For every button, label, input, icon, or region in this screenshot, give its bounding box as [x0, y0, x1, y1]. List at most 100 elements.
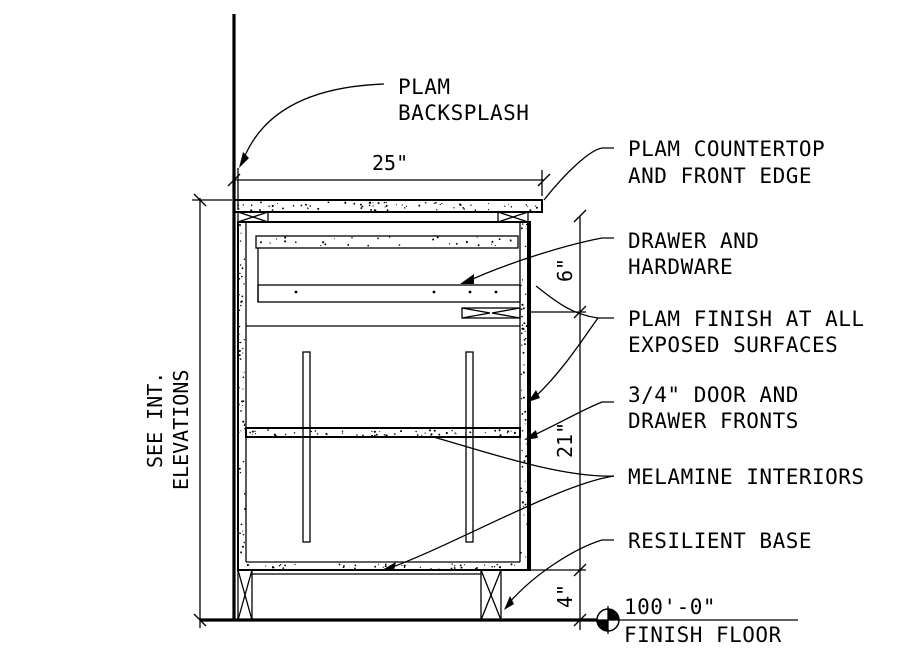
stipple-dot [260, 201, 262, 204]
stipple-dot [249, 431, 251, 434]
stipple-dot [419, 566, 421, 568]
stipple-dot [463, 208, 466, 210]
cabinet-box [237, 221, 531, 571]
stipple-dot [239, 264, 242, 266]
stipple-dot [343, 565, 345, 567]
stipple-dot [377, 202, 380, 205]
stipple-dot [241, 295, 244, 298]
stipple-dot [294, 241, 297, 244]
stipple-dot [242, 352, 244, 354]
shelf [245, 427, 521, 438]
stipple-dot [524, 460, 526, 462]
stipple-dot [240, 232, 242, 234]
stipple-dot [284, 433, 287, 436]
stipple-dot [292, 204, 295, 207]
stipple-dot [268, 205, 270, 208]
stipple-dot [371, 434, 373, 437]
see-int-label: SEE INT. [143, 372, 167, 468]
stipple-dot [359, 203, 362, 206]
stipple-dot [432, 238, 435, 241]
stipple-dot [398, 244, 401, 246]
stipple-dot [451, 563, 453, 565]
stipple-dot [367, 244, 370, 247]
stipple-dot [506, 432, 509, 434]
stipple-dot [293, 432, 296, 434]
stipple-dot [455, 242, 458, 245]
stipple-dot [324, 243, 327, 246]
stipple-dot [385, 204, 388, 207]
stipple-dot [494, 245, 496, 247]
stipple-dot [351, 237, 353, 239]
stipple-dot [243, 371, 245, 373]
stipple-dot [521, 279, 524, 281]
stipple-dot [524, 343, 526, 346]
stipple-dot [521, 413, 524, 415]
stipple-dot [376, 434, 378, 436]
stipple-dot [238, 467, 241, 470]
stipple-dot [475, 567, 478, 569]
melamine-label: MELAMINE INTERIORS [628, 465, 865, 489]
stipple-dot [284, 564, 286, 567]
leaders [239, 83, 615, 610]
stipple-dot [373, 434, 376, 437]
stipple-dot [491, 240, 494, 243]
stipple-dot [240, 304, 242, 307]
elevation-value: 100'-0" [624, 595, 716, 619]
stipple-dot [243, 492, 246, 495]
stipple-dot [238, 294, 241, 296]
stipple-dot [384, 565, 387, 568]
stipple-dot [353, 202, 356, 205]
stipple-dot [439, 203, 441, 206]
stipple-dot [445, 431, 448, 435]
stipple-dot [240, 410, 242, 412]
stipple-dot [455, 433, 457, 435]
stipple-dot [372, 205, 374, 207]
toe-kick-label: 4" [553, 584, 577, 608]
stipple-dot [271, 209, 274, 212]
stipple-dot [239, 532, 241, 535]
stipple-dot [524, 245, 527, 248]
stipple-dot [430, 433, 433, 436]
stipple-dot [344, 201, 347, 204]
stipple-dot [438, 433, 441, 436]
stipple-dot [305, 203, 307, 206]
stipple-dot [499, 434, 502, 437]
stipple-dot [453, 567, 456, 569]
stipple-dot [524, 410, 527, 413]
stipple-dot [438, 568, 440, 570]
stipple-dot [273, 567, 275, 569]
stipple-dot [521, 324, 524, 327]
stipple-dot [374, 209, 377, 212]
stipple-dot [400, 430, 402, 433]
stipple-dot [451, 429, 453, 432]
stipple-dot [385, 201, 387, 204]
stipple-dot [242, 533, 245, 536]
stipple-dot [372, 202, 374, 204]
stipple-dot [386, 209, 389, 212]
stipple-dot [507, 203, 510, 205]
stipple-dot [238, 278, 241, 280]
stipple-dot [239, 240, 242, 242]
stipple-dot [238, 349, 241, 352]
stipple-dot [246, 564, 249, 567]
stipple-dot [405, 205, 408, 208]
stipple-dot [459, 203, 462, 207]
stipple-dot [441, 202, 443, 205]
stipple-dot [240, 430, 242, 432]
stipple-dot [534, 205, 537, 207]
stipple-dot [317, 207, 320, 210]
backsplash-line1: PLAM [398, 75, 451, 99]
stipple-dot [450, 567, 453, 570]
stipple-dot [498, 566, 502, 569]
drawer-line2: HARDWARE [628, 255, 733, 279]
stipple-dot [254, 433, 257, 435]
elevation-target-icon [594, 606, 622, 634]
stipple-dot [278, 564, 281, 567]
stipple-dot [520, 227, 523, 230]
stipple-dot [526, 228, 528, 230]
stipple-dot [507, 430, 510, 433]
drawer-line1: DRAWER AND [628, 229, 759, 253]
stipple-dot [521, 449, 523, 452]
stipple-dot [521, 501, 524, 504]
stipple-dot [353, 567, 356, 570]
